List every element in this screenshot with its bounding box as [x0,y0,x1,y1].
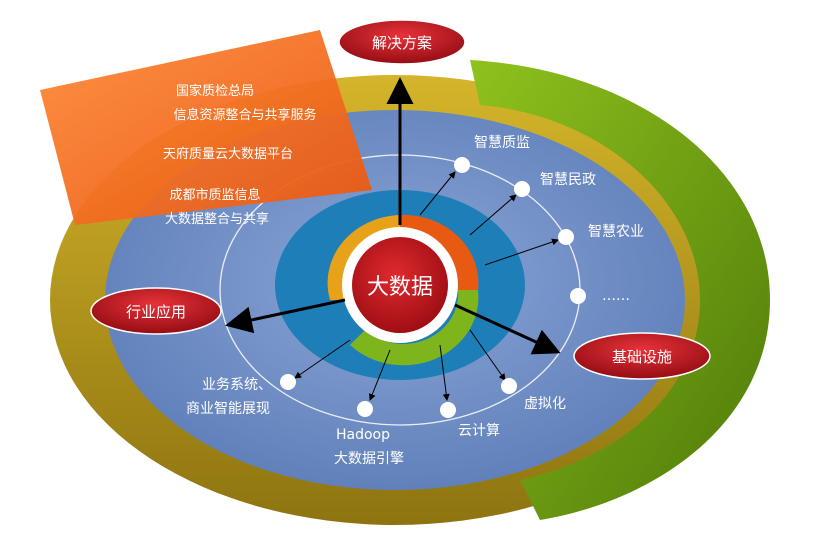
green-arc [470,60,770,520]
orange-line-1: 国家质检总局 [176,83,254,99]
node-biz [280,374,296,390]
cycle-arrow-green [350,290,479,366]
node-civil [514,181,530,197]
orange-line-2: 信息资源整合与共享服务 [173,107,316,123]
label-quality: 智慧质监 [474,135,530,151]
label-more: …… [602,288,630,304]
node-more [570,288,586,304]
pill-industry: 行业应用 [90,287,222,335]
thin-arrow-biz [294,339,351,379]
thin-arrow-hadoop [368,349,391,401]
center-circle [352,237,448,333]
arrow-left [225,298,346,334]
node-cloud [440,402,456,418]
center-label: 大数据 [367,275,433,300]
node-virtual [501,378,517,394]
thin-arrow-civil [469,194,517,236]
thin-arrow-cloud [439,344,450,401]
pill-solutions: 解决方案 [338,19,466,65]
orange-line-4: 成都市质监信息 [169,187,260,203]
node-hadoop [357,401,373,417]
label-virtual: 虚拟化 [524,396,566,412]
pill-solutions-label: 解决方案 [372,34,432,52]
label-biz-2: 商业智能展现 [186,401,270,417]
orange-panel [40,30,372,225]
label-civil: 智慧民政 [540,172,596,188]
label-hadoop-2: 大数据引擎 [334,451,404,467]
thin-arrow-agri [484,238,559,266]
pill-infrastructure: 基础设施 [573,332,711,380]
thin-arrow-quality [419,171,456,216]
node-quality [454,157,470,173]
arrow-right [454,303,561,355]
pill-industry-label: 行业应用 [126,303,186,321]
label-hadoop-1: Hadoop [336,427,390,443]
pill-infrastructure-label: 基础设施 [612,348,672,366]
label-cloud: 云计算 [458,423,500,439]
orange-line-3: 天府质量云大数据平台 [163,147,293,162]
orange-line-5: 大数据整合与共享 [165,211,269,227]
label-biz-1: 业务系统、 [202,377,272,393]
node-agri [558,229,574,245]
thin-arrow-virtual [469,329,506,381]
label-agri: 智慧农业 [588,224,644,240]
